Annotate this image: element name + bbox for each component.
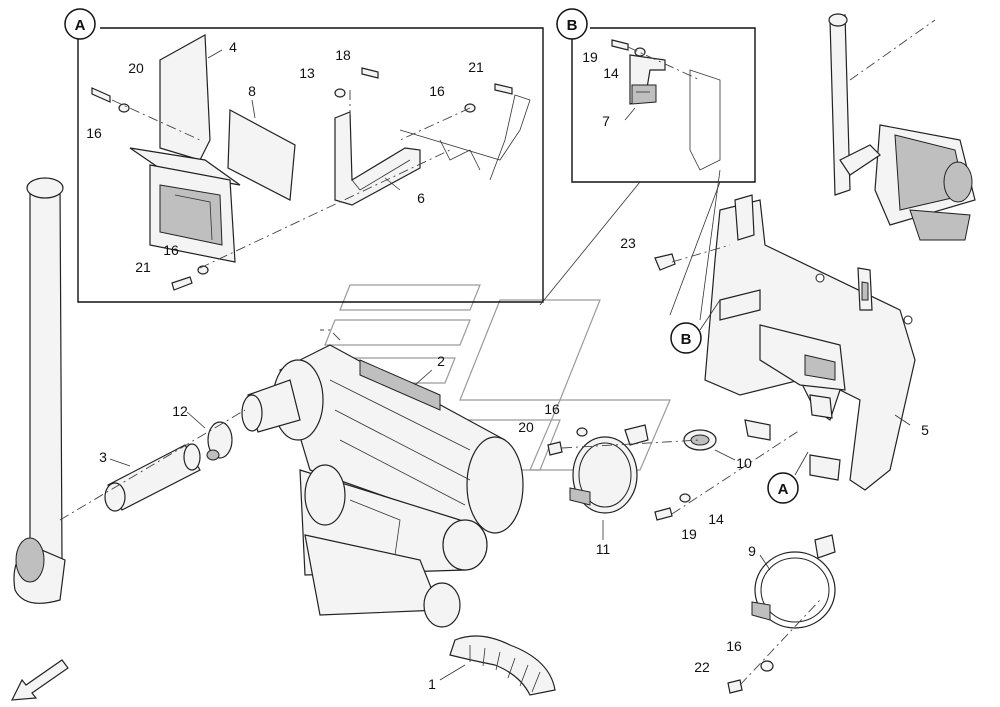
plate-part-8 [227,109,296,201]
overview-thumbnail [828,13,976,241]
callout-a-main[interactable]: A [767,472,799,504]
fasteners-main [547,253,774,694]
watermark-logo [309,284,671,471]
label-part-23: 23 [620,235,636,251]
label-part-4: 4 [229,39,237,55]
label-part-16-b: 16 [86,125,102,141]
pipe-part-3 [104,443,201,512]
assembly-line-pipe [59,409,246,521]
label-part-2: 2 [437,353,445,369]
assembly-lines-main [320,244,821,686]
label-part-19-a: 19 [582,49,598,65]
bracket-panel-part-5 [704,194,916,491]
label-part-16-a: 16 [429,83,445,99]
svg-text:A: A [778,481,789,498]
leader-lines-b [539,169,721,321]
mount-ghost-a [399,94,531,181]
label-part-20-a: 20 [128,60,144,76]
panel-ghost-b [627,46,721,171]
callout-a-top[interactable]: A [64,8,96,40]
muffler-assembly [241,344,524,628]
label-part-14-b: 14 [708,511,724,527]
exhaust-tailpipe [13,177,66,604]
leader-callout-a [794,451,809,476]
svg-text:B: B [567,17,578,34]
callout-b-top[interactable]: B [556,8,588,40]
label-part-7: 7 [602,113,610,129]
label-part-19-b: 19 [681,526,697,542]
fasteners-box-a [91,67,513,291]
label-part-22: 22 [694,659,710,675]
clamp-part-10 [683,429,717,451]
label-part-13: 13 [299,65,315,81]
label-part-18: 18 [335,47,351,63]
clamp-part-9 [751,534,836,629]
leader-callout-b [699,299,721,331]
clamp-part-11 [569,424,649,514]
label-part-1: 1 [428,676,436,692]
detail-box-b [571,27,756,183]
label-part-16-e: 16 [726,638,742,654]
direction-arrow-icon [10,659,69,701]
svg-text:B: B [681,331,692,348]
callout-b-main[interactable]: B [670,322,702,354]
label-part-20-b: 20 [518,419,534,435]
label-part-11: 11 [596,541,611,557]
part-leader-lines [109,49,911,681]
label-part-21-b: 21 [135,259,151,275]
label-part-10: 10 [736,455,752,471]
flex-hose-part-1 [449,635,556,696]
clamp-part-12 [206,421,233,461]
svg-text:A: A [75,17,86,34]
label-part-21-a: 21 [468,59,484,75]
bracket-part-4 [129,34,241,263]
label-part-14-a: 14 [603,65,619,81]
label-part-16-d: 16 [544,401,560,417]
label-part-5: 5 [921,422,929,438]
label-part-8: 8 [248,83,256,99]
part-labels: 4 8 18 13 21 16 20 16 6 16 21 19 14 7 23… [86,39,929,692]
label-part-6: 6 [417,190,425,206]
assembly-lines-a [111,90,471,269]
label-part-16-c: 16 [163,242,179,258]
bracket-part-7 [629,54,666,105]
label-part-9: 9 [748,543,756,559]
label-part-3: 3 [99,449,107,465]
label-part-12: 12 [172,403,188,419]
fasteners-box-b [611,39,646,57]
bracket-part-6 [334,111,421,206]
